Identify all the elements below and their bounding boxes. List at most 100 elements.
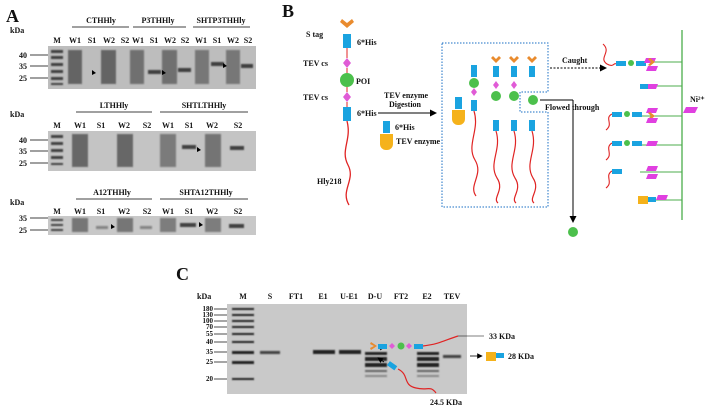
nickel-label: Ni²⁺: [690, 95, 705, 104]
flowed-label: Flowed through: [545, 103, 600, 112]
tev-enzyme-legend: 6*His TEV enzyme: [380, 121, 441, 150]
digestion-label-line2: Digestion: [389, 100, 422, 109]
flowed-poi-icon: [568, 227, 578, 237]
his-tag-icon: [343, 107, 351, 121]
blot3-lane-label: M: [53, 207, 61, 216]
blot1-marker-value: 40: [19, 51, 27, 60]
tev-enzyme-icon: [452, 110, 465, 125]
blot2-marker-value: 40: [19, 136, 27, 145]
c-kda-label: kDa: [197, 292, 211, 301]
label-his-top: 6*His: [357, 38, 377, 47]
panel-b-label: B: [282, 1, 294, 21]
bound-row: [605, 108, 658, 131]
blot1-lane-label: W1: [195, 36, 207, 45]
his-tag-icon: [455, 97, 462, 109]
band-annotation-33: 33 KDa: [370, 332, 515, 351]
blot1-lane-label: S1: [88, 36, 96, 45]
blot3-group-2: SHTA12THHly: [179, 188, 232, 197]
panel-c-label: C: [176, 264, 189, 284]
band-annotation-28: 28 KDa: [470, 352, 534, 361]
enzyme-his-label: 6*His: [395, 123, 415, 132]
c-lane-label: FT2: [394, 292, 408, 301]
blot3-group-1: A12THHly: [93, 188, 131, 197]
bound-row: [605, 140, 658, 161]
blot3-kda-label: kDa: [10, 198, 24, 207]
blot2-lane-label: S1: [97, 121, 105, 130]
blot1-lane-label: W1: [69, 36, 81, 45]
blot2-kda-label: kDa: [10, 110, 24, 119]
blot2-lane-label: S2: [143, 121, 151, 130]
c-marker-value: 20: [206, 375, 214, 383]
blot-3: kDa A12THHly SHTA12THHly M W1 S1 W2 S2 W…: [10, 188, 256, 235]
blot1-lane-label: W2: [103, 36, 115, 45]
c-marker-value: 35: [206, 348, 214, 356]
tev-enzyme-icon: [380, 134, 393, 150]
c-marker-value: 25: [206, 358, 214, 366]
c-lane-label: FT1: [289, 292, 303, 301]
blot1-group-3: SHTP3THHly: [197, 16, 246, 25]
enzyme-label: TEV enzyme: [396, 137, 441, 146]
poi-icon: [340, 73, 354, 87]
label-tevcs-top: TEV cs: [303, 59, 328, 68]
his-tag-icon: [383, 121, 390, 133]
band-label-33: 33 KDa: [489, 332, 515, 341]
blot2-lane-label: W2: [118, 121, 130, 130]
label-poi: POI: [356, 77, 370, 86]
blot3-lane-label: S1: [97, 207, 105, 216]
blot1-lane-label: S1: [150, 36, 158, 45]
blot1-gel: [48, 46, 256, 89]
bound-row: [602, 43, 658, 71]
blot2-marker-value: 35: [19, 147, 27, 156]
c-lane-label: S: [268, 292, 273, 301]
blot1-marker-value: 25: [19, 74, 27, 83]
blot2-group-1: LTHHly: [100, 101, 129, 110]
blot1-group-2: P3THHly: [142, 16, 175, 25]
his-tag-icon: [343, 34, 351, 48]
digestion-label-line1: TEV enzyme: [384, 91, 429, 100]
free-poi-icon: [528, 95, 538, 105]
c-lane-label: E2: [422, 292, 431, 301]
blot2-lane-label: M: [53, 121, 61, 130]
c-gel: [227, 304, 467, 394]
bound-row: [605, 166, 658, 189]
band-label-28: 28 KDa: [508, 352, 534, 361]
c-lane-label: D-U: [368, 292, 382, 301]
label-his-bottom: 6*His: [357, 109, 377, 118]
tev-cs-icon: [343, 92, 351, 102]
digestion-mix-box: [441, 42, 549, 208]
blot-2: kDa LTHHly SHTLTHHly M W1 S1 W2 S2 W1 S1…: [10, 101, 256, 171]
blot1-group-1: CTHHly: [86, 16, 116, 25]
hly218-linker: [344, 120, 351, 206]
panel-a-label: A: [6, 6, 19, 26]
c-marker-value: 130: [203, 311, 214, 319]
blot2-group-2: SHTLTHHly: [182, 101, 227, 110]
c-marker-value: 100: [203, 317, 214, 325]
blot3-lane-label: W1: [162, 207, 174, 216]
c-lane-labels: M S FT1 E1 U-E1 D-U FT2 E2 TEV: [239, 292, 460, 301]
bound-row: [640, 84, 658, 89]
fusion-construct: S tag 6*His TEV cs POI TEV cs 6*His Hly2…: [303, 19, 377, 206]
tev-cs-icon: [343, 58, 351, 68]
blot1-lane-label: S2: [121, 36, 129, 45]
s-tag-icon: [340, 19, 354, 28]
blot1-marker-value: 35: [19, 62, 27, 71]
blot-1: kDa CTHHly P3THHly SHTP3THHly M W1 S1 W2…: [10, 16, 256, 89]
blot3-lane-label: W2: [118, 207, 130, 216]
c-marker-values: 180 130 100 70 55 40 35 25 20: [203, 305, 227, 383]
blot3-lane-label: S2: [143, 207, 151, 216]
blot3-gel: [48, 216, 256, 235]
caught-label: Caught: [562, 56, 588, 65]
c-lane-label: U-E1: [340, 292, 358, 301]
blot1-lane-label: W2: [164, 36, 176, 45]
c-marker-value: 55: [206, 330, 214, 338]
label-stag: S tag: [306, 30, 323, 39]
blot2-lane-label: W2: [206, 121, 218, 130]
c-lane-label: M: [239, 292, 247, 301]
blot2-lane-label: S1: [185, 121, 193, 130]
bound-row: [638, 195, 668, 204]
blot1-lane-label: W1: [132, 36, 144, 45]
blot3-lane-label: S2: [234, 207, 242, 216]
band-annotation-24-5: 24.5 KDa: [377, 357, 462, 407]
blot2-lane-label: W1: [74, 121, 86, 130]
